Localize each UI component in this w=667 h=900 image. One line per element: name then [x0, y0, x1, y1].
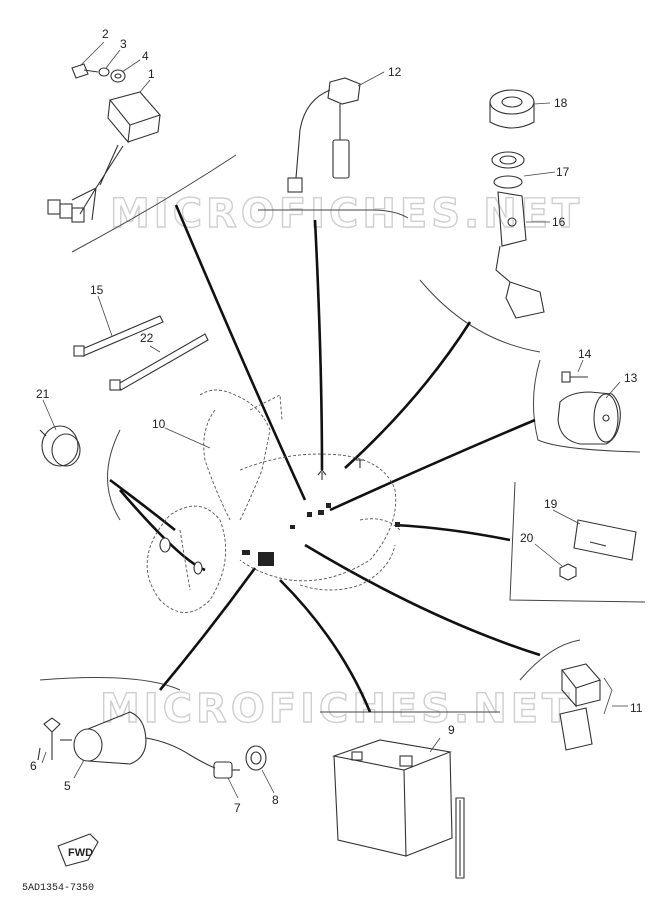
part-15 [73, 315, 164, 357]
callout-15: 15 [90, 283, 104, 297]
harness-wires [109, 204, 541, 713]
part-19 [573, 519, 637, 561]
part-16 [495, 191, 545, 319]
part-18 [489, 89, 535, 129]
part-5 [60, 711, 147, 765]
part-11 [559, 663, 601, 751]
part-3 [98, 67, 110, 77]
part-17 [491, 151, 525, 189]
callout-3: 3 [120, 37, 127, 51]
part-1 [47, 91, 161, 223]
part-22 [109, 333, 209, 391]
part-13 [557, 391, 621, 445]
callout-8: 8 [272, 793, 279, 807]
leader-lines [41, 41, 628, 799]
callout-9: 9 [448, 723, 455, 737]
callout-5: 5 [64, 779, 71, 793]
section-boundaries [39, 154, 646, 713]
callout-19: 19 [544, 497, 558, 511]
callout-17: 17 [556, 165, 570, 179]
motorcycle-frame [146, 389, 401, 613]
fwd-label: FWD [68, 847, 93, 859]
callout-21: 21 [36, 387, 50, 401]
part-9 [331, 739, 465, 879]
callout-18: 18 [554, 96, 568, 110]
part-7 [145, 737, 240, 779]
part-2 [71, 63, 99, 79]
watermark-bottom: MICROFICHES.NET [100, 686, 573, 732]
callout-11: 11 [630, 701, 643, 715]
part-12 [287, 77, 361, 193]
callout-7: 7 [234, 801, 241, 815]
frame-connectors [159, 459, 400, 575]
callout-10: 10 [152, 417, 166, 431]
part-21 [39, 425, 81, 467]
callout-12: 12 [388, 65, 402, 79]
callout-2: 2 [102, 27, 109, 41]
part-6 [37, 717, 61, 761]
callout-14: 14 [578, 347, 592, 361]
part-8 [245, 745, 267, 771]
callout-6: 6 [30, 759, 37, 773]
callout-1: 1 [148, 67, 155, 81]
callout-20: 20 [520, 531, 534, 545]
part-20 [559, 563, 577, 581]
callout-4: 4 [142, 49, 149, 63]
part-14 [561, 371, 588, 383]
callout-13: 13 [624, 371, 638, 385]
callouts: 1 2 3 4 5 6 7 8 9 10 11 12 13 14 15 16 1… [30, 27, 643, 815]
callout-22: 22 [140, 331, 154, 345]
diagram-code: 5AD1354-7350 [22, 883, 94, 894]
callout-16: 16 [552, 215, 566, 229]
fwd-arrow-icon: FWD [57, 833, 99, 867]
part-4 [110, 69, 126, 83]
